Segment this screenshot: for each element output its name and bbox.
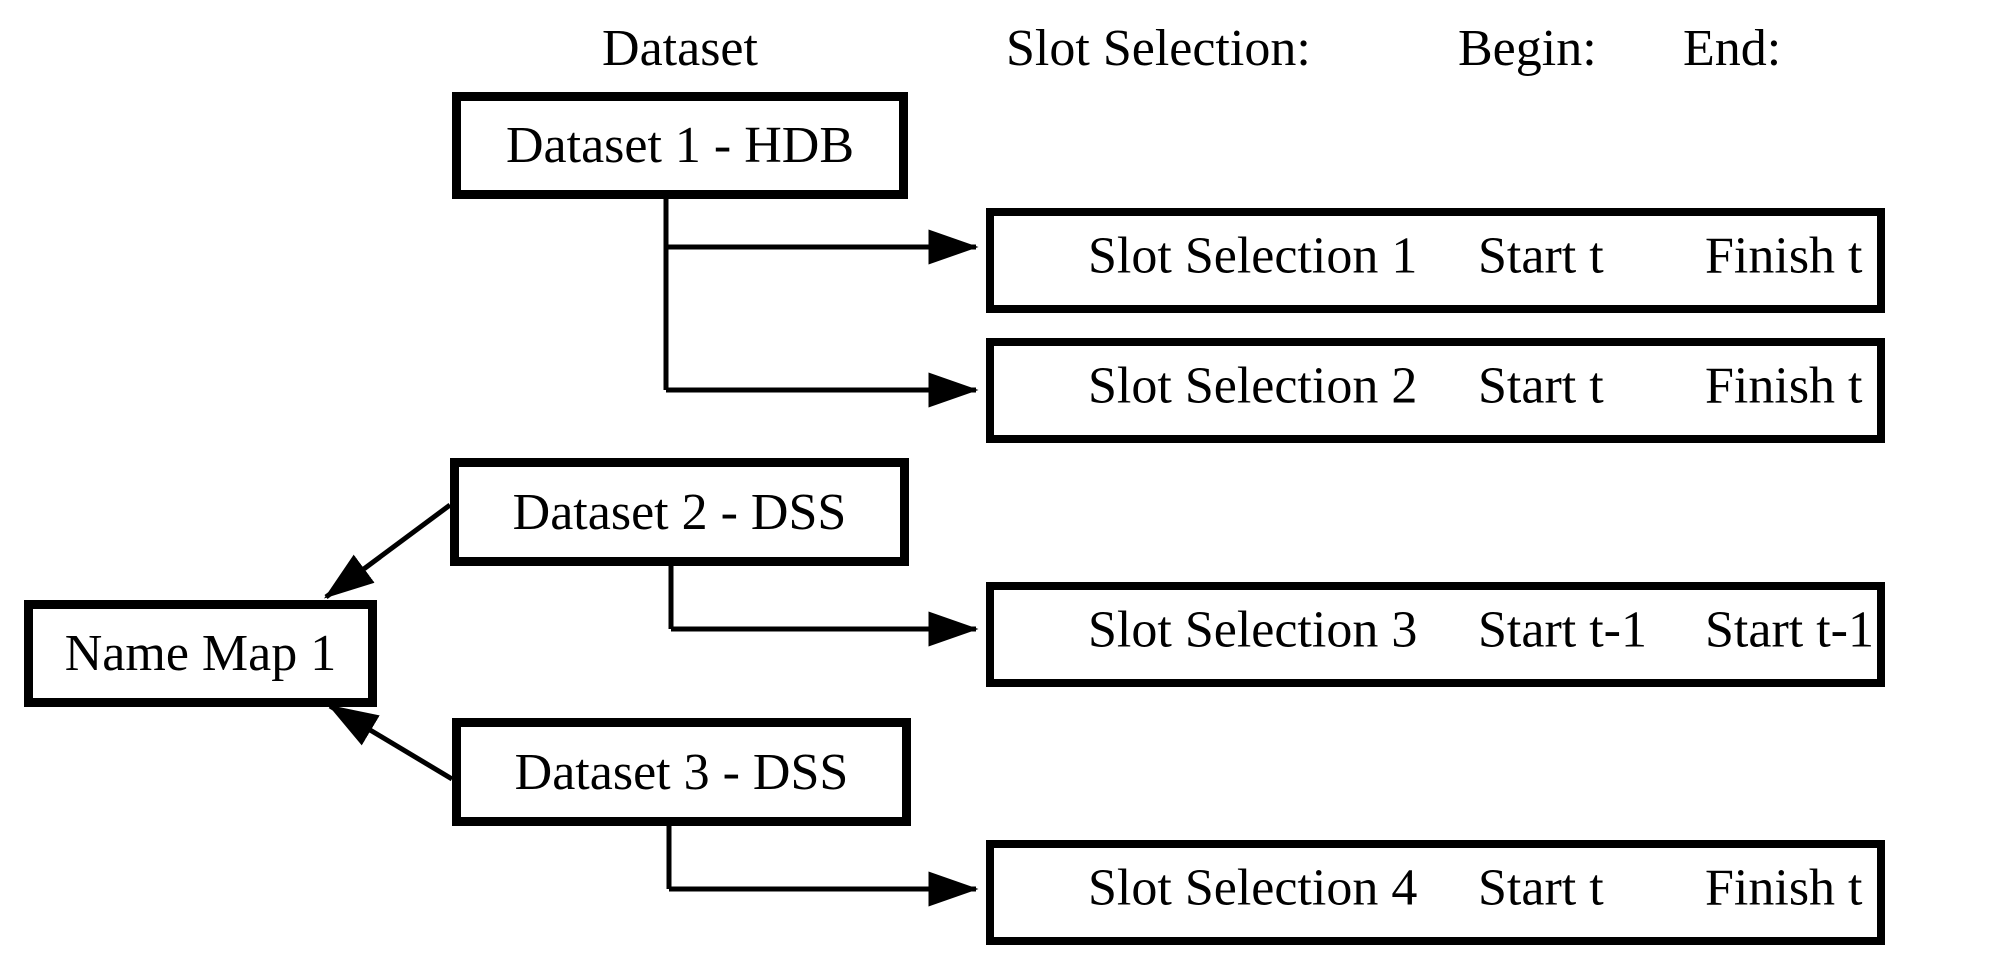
slot-3-name: Slot Selection 3 (1088, 601, 1418, 659)
slot-1-end: Finish t (1705, 227, 1863, 285)
name-map-label: Name Map 1 (64, 625, 337, 682)
slot-1-begin: Start t (1478, 227, 1604, 285)
slot-2-name: Slot Selection 2 (1088, 357, 1418, 415)
dataset-3-box: Dataset 3 - DSS (452, 718, 911, 826)
dataset2-to-namemap-arrow (323, 502, 452, 600)
slot-selection-column-header: Slot Selection: (1006, 20, 1311, 77)
slot-3-end: Start t-1 (1705, 601, 1874, 659)
slot-4-begin: Start t (1478, 859, 1604, 917)
dataset-3-label: Dataset 3 - DSS (514, 743, 849, 801)
slot-3-begin: Start t-1 (1478, 601, 1647, 659)
name-map-box: Name Map 1 (24, 600, 377, 707)
slot-2-end: Finish t (1705, 357, 1863, 415)
slot-row-2: Slot Selection 2 Start t Finish t (986, 338, 1885, 443)
dataset-2-label: Dataset 2 - DSS (512, 483, 847, 541)
dataset-1-label: Dataset 1 - HDB (505, 117, 855, 174)
dataset-column-header: Dataset (602, 20, 758, 77)
slot-row-4: Slot Selection 4 Start t Finish t (986, 840, 1885, 945)
begin-column-header: Begin: (1458, 20, 1597, 77)
slot-4-end: Finish t (1705, 859, 1863, 917)
dataset3-to-namemap-arrow (327, 703, 454, 782)
end-column-header: End: (1683, 20, 1782, 77)
slot-4-name: Slot Selection 4 (1088, 859, 1418, 917)
dataset-1-box: Dataset 1 - HDB (452, 92, 908, 199)
slot-2-begin: Start t (1478, 357, 1604, 415)
slot-1-name: Slot Selection 1 (1088, 227, 1418, 285)
slot-row-3: Slot Selection 3 Start t-1 Start t-1 (986, 582, 1885, 687)
slot-row-1: Slot Selection 1 Start t Finish t (986, 208, 1885, 313)
dataset-2-box: Dataset 2 - DSS (450, 458, 909, 566)
